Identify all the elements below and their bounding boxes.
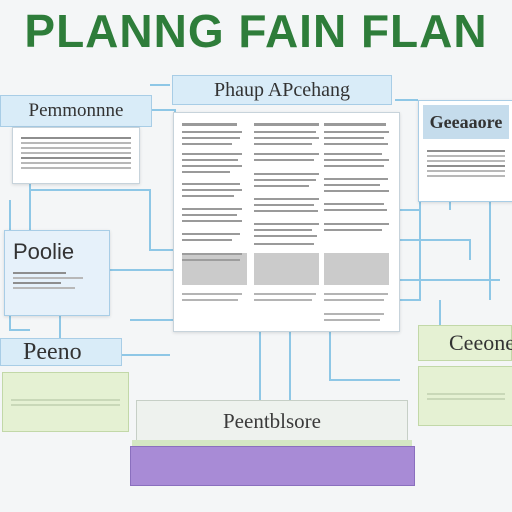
left-mid-header: Poolie — [13, 239, 75, 264]
left-bottom-header: Peeno — [0, 338, 122, 366]
bottom-stack: Peentblsore — [130, 400, 415, 490]
page-title: PLANNG FAIN FLAN — [24, 5, 488, 57]
stack-label: Peentblsore — [223, 409, 321, 433]
document-text-lines — [182, 123, 389, 321]
stack-top-layer: Peentblsore — [136, 400, 408, 442]
right-mid-header: Ceeone — [418, 325, 512, 361]
right-top-card: Geeaaore — [418, 100, 512, 202]
center-header: Phaup APcehang — [172, 75, 392, 105]
right-mid-box — [418, 366, 512, 426]
left-bottom-box — [2, 372, 129, 432]
right-top-header: Geeaaore — [423, 105, 509, 139]
stack-green-layer — [132, 440, 412, 446]
left-top-card — [12, 127, 140, 184]
left-top-header: Pemmonnne — [0, 95, 152, 127]
left-mid-card: Poolie — [4, 230, 110, 316]
center-document — [173, 112, 400, 332]
stack-purple-layer — [130, 446, 415, 486]
